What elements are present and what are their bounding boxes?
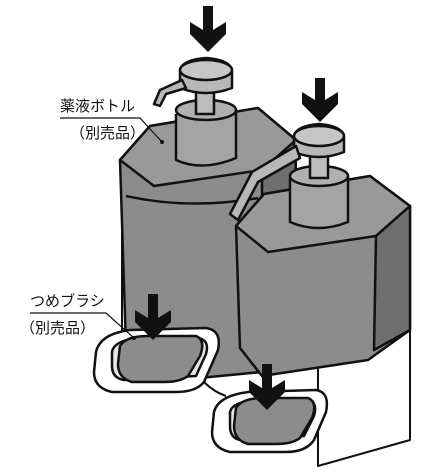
left-nail-brush xyxy=(116,334,204,384)
chemical-bottle-label: 薬液ボトル xyxy=(60,97,136,115)
brush-leader-dot xyxy=(132,336,136,340)
down-arrow-icon xyxy=(302,78,338,122)
right-chemical-bottle xyxy=(228,122,412,378)
down-arrow-icon xyxy=(249,364,285,410)
bottle-leader-line xyxy=(60,117,163,143)
down-arrow-icon xyxy=(190,6,226,52)
nail-brush-label: つめブラシ xyxy=(30,292,105,310)
bottle-leader-dot xyxy=(160,140,164,144)
leader-lines xyxy=(30,117,163,339)
brush-leader-line xyxy=(30,312,135,339)
nail-brush-sold-separately-note: （別売品） xyxy=(20,319,96,337)
tray-connector xyxy=(203,381,227,397)
down-arrow-icon xyxy=(135,294,171,340)
chemical-bottle-sold-separately-note: （別売品） xyxy=(70,124,146,142)
